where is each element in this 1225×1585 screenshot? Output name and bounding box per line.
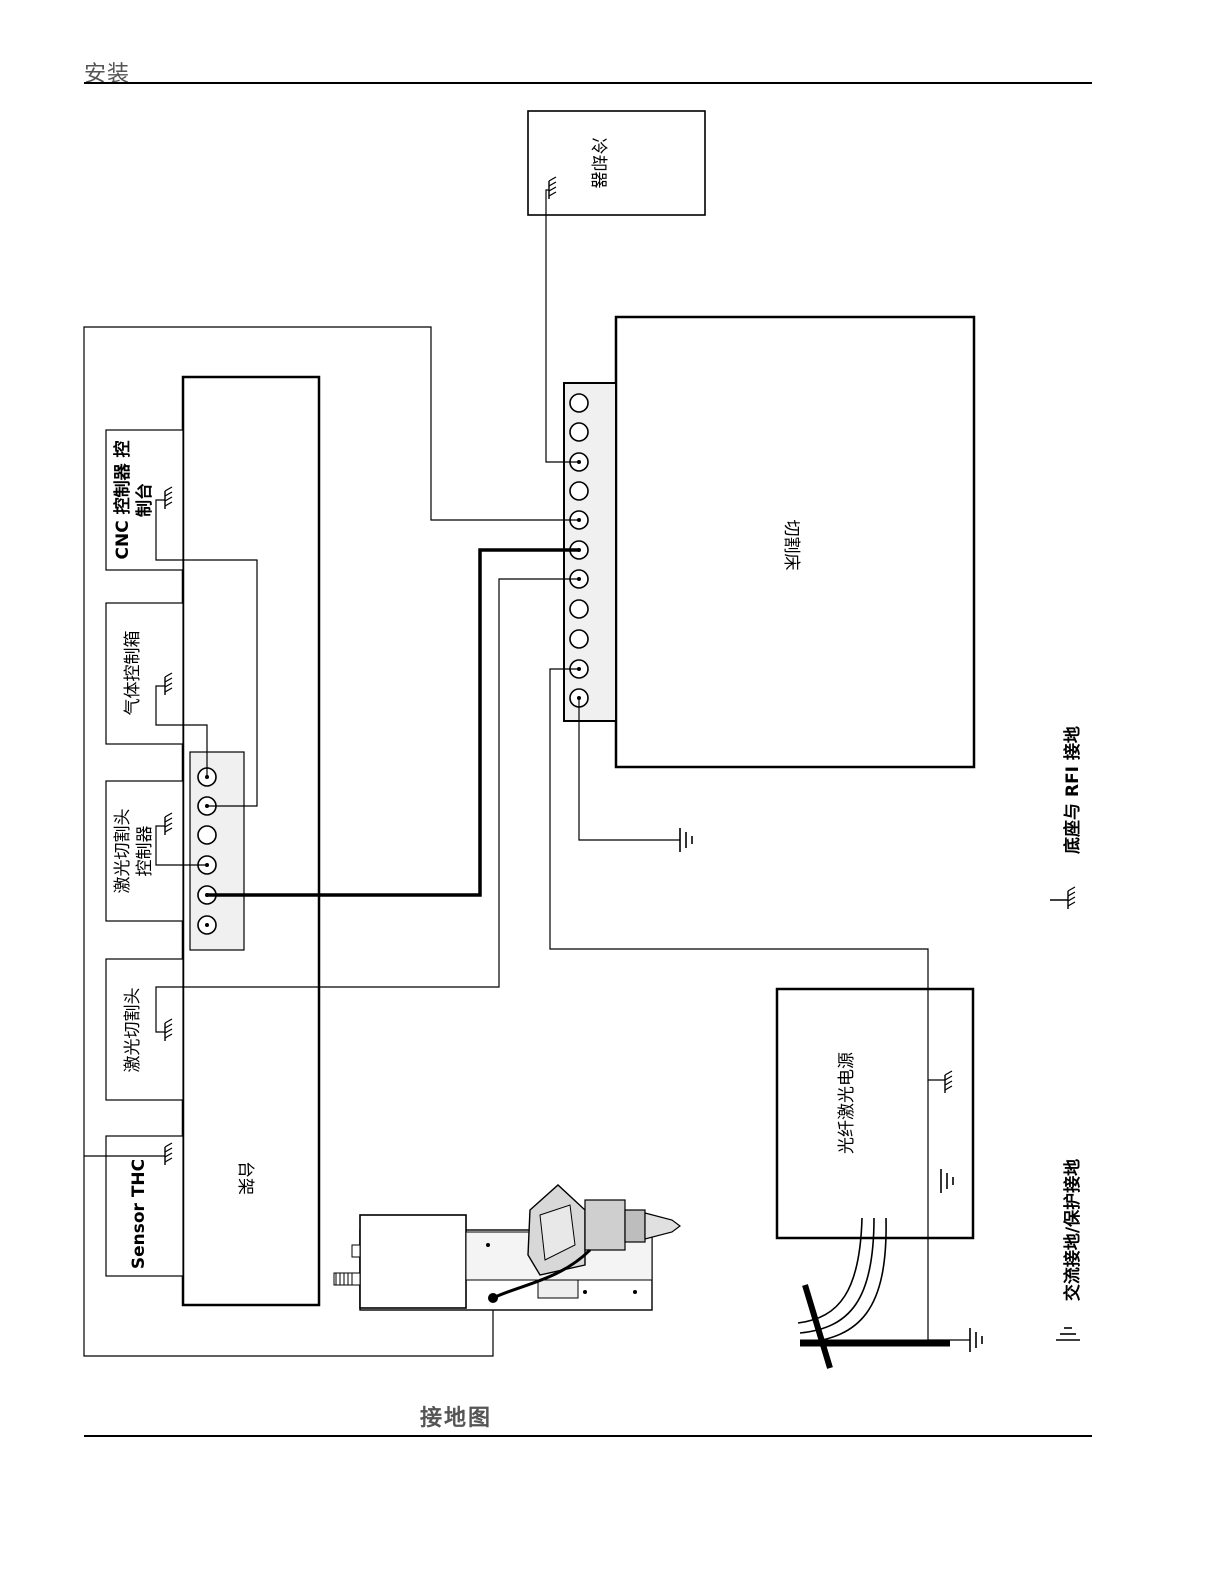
- legend-chassis-rfi-label: 底座与 RFI 接地: [1062, 726, 1083, 854]
- gantry-label: 台架: [235, 1161, 255, 1195]
- legend-earth: [1056, 1328, 1080, 1340]
- gantry-ground-bus: [190, 752, 244, 950]
- cooler-box: [528, 111, 705, 215]
- cnc-label-1: CNC 控制器 控: [112, 440, 133, 559]
- legend-chassis: [1050, 887, 1075, 909]
- cutting-head-box: [106, 959, 183, 1100]
- power-supply-label: 光纤激光电源: [837, 1052, 857, 1154]
- power-supply-box: [777, 989, 973, 1238]
- table-ground-bus: [564, 383, 616, 721]
- cutting-head-label: 激光切割头: [123, 988, 143, 1073]
- ac-mains-rod: [798, 1218, 982, 1368]
- cutting-table-label: 切割床: [781, 520, 801, 571]
- laser-head-illustration: [334, 1185, 680, 1310]
- head-controller-label-2: 控制器: [135, 826, 155, 877]
- gas-console-label: 气体控制箱: [123, 631, 143, 716]
- head-controller-label-1: 激光切割头: [113, 809, 133, 894]
- cnc-label-2: 制台: [134, 483, 155, 517]
- cooler-label: 冷却器: [588, 138, 608, 189]
- legend-ac-earth-label: 交流接地/保护接地: [1062, 1159, 1083, 1301]
- gas-console-box: [106, 603, 183, 744]
- sensor-thc-label: Sensor THC: [129, 1159, 149, 1269]
